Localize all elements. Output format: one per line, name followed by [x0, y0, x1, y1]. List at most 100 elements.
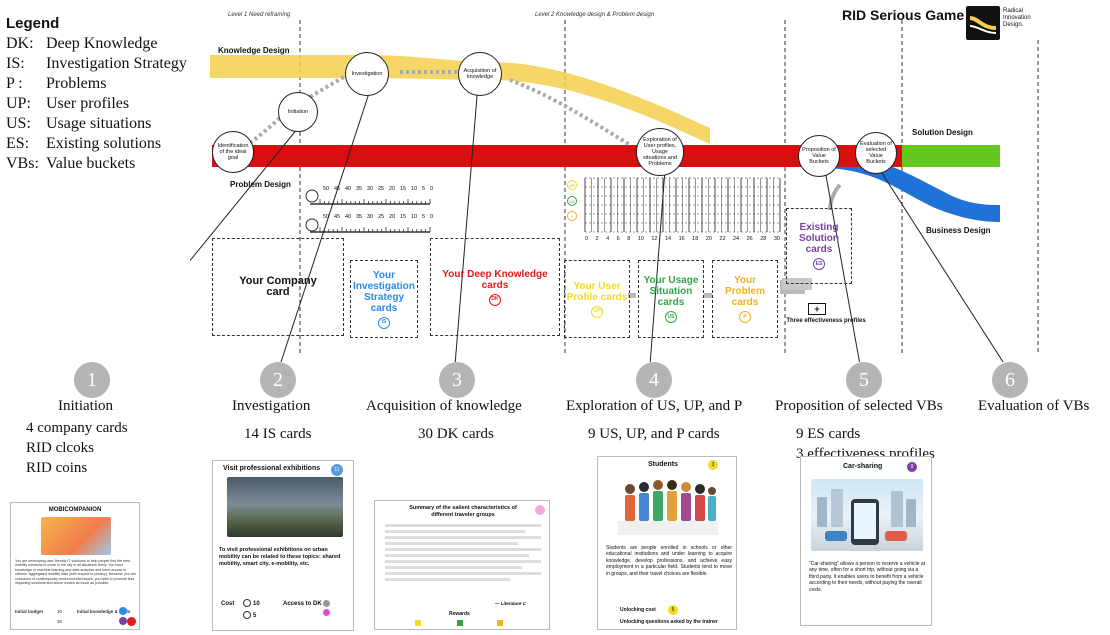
pointer-line-2	[280, 83, 373, 362]
solution-design-label: Solution Design	[912, 128, 973, 137]
pointer-line-4	[649, 169, 666, 362]
step-4-circle: 4	[636, 362, 672, 398]
grid-tick-label: 10	[637, 236, 644, 242]
scale-tick-label: 5	[422, 186, 426, 192]
pointer-line-1	[190, 127, 299, 262]
step-1-name: Initiation	[58, 398, 113, 414]
company-card-deck[interactable]: Your Company card	[212, 238, 344, 336]
grid-tick-label: 12	[651, 236, 658, 242]
legend-item: P :Problems	[6, 75, 107, 92]
up-badge-small: UP	[567, 180, 577, 190]
solution-band	[890, 145, 1000, 167]
scale-tick-label: 20	[389, 186, 396, 192]
legend-item: ES:Existing solutions	[6, 135, 162, 152]
scale-tick-label: 40	[345, 186, 352, 192]
dk-card-deck[interactable]: Your Deep Knowledge cards DK	[430, 238, 560, 336]
logo-text: Radical Innovation Design.	[1003, 8, 1031, 28]
grid-tick-label: 6	[616, 236, 620, 242]
level-2-label: Level 2 Knowledge design & Problem desig…	[535, 12, 655, 18]
coin-scale-top	[305, 189, 430, 233]
step-6-circle: 6	[992, 362, 1028, 398]
grid-tick-label: 26	[746, 236, 753, 242]
grid-tick-label: 28	[760, 236, 767, 242]
is-card-deck[interactable]: Your Investigation Strategy cards IS	[350, 260, 418, 338]
es-card: Car-sharing 9 "Car-sharing" allows a per…	[800, 456, 932, 626]
scale-tick-label: 20	[389, 214, 396, 220]
profiles-label: Three effectiveness profiles	[786, 318, 866, 324]
problem-band	[212, 145, 902, 167]
scale-tick-label: 30	[367, 214, 374, 220]
pointer-line-6	[879, 169, 1004, 362]
dk-card: Summary of the salient characteristics o…	[374, 500, 550, 630]
game-board: Level 1 Need reframing Level 2 Knowledge…	[190, 0, 1040, 362]
car-sharing-illustration	[811, 479, 923, 551]
business-design-label: Business Design	[926, 226, 991, 235]
step-1-circle: 1	[74, 362, 110, 398]
path-connector	[303, 60, 371, 102]
company-illustration	[41, 517, 111, 555]
grid-tick-label: 4	[606, 236, 610, 242]
scale-tick-label: 0	[429, 186, 433, 192]
step-2-circle: 2	[260, 362, 296, 398]
node-acquisition: Acquisition of knowledge	[458, 52, 502, 96]
scale-tick-label: 15	[400, 214, 407, 220]
scale-tick-label: 35	[356, 214, 363, 220]
knowledge-band	[210, 55, 710, 144]
progress-grid	[584, 177, 781, 233]
step-3-circle: 3	[439, 362, 475, 398]
grid-tick-label: 14	[664, 236, 672, 242]
legend-item: US:Usage situations	[6, 115, 152, 132]
dk-table	[385, 521, 541, 599]
company-card: MOBICOMPANION You are developing user-fr…	[10, 502, 140, 630]
board-title: RID Serious Game	[842, 7, 965, 23]
node-proposition: Proposition of Value Buckets	[798, 135, 840, 177]
rid-logo	[966, 6, 1000, 40]
scale-ticks	[319, 199, 431, 232]
step-4-details: 9 US, UP, and P cards	[588, 426, 720, 442]
us-badge-small: US	[567, 196, 577, 206]
grid-tick-label: 20	[705, 236, 712, 242]
step-6-name: Evaluation of VBs	[978, 398, 1090, 414]
legend-item: IS:Investigation Strategy	[6, 55, 187, 72]
step-5-circle: 5	[846, 362, 882, 398]
pointer-line-5	[824, 169, 860, 362]
scale-tick-label: 40	[345, 214, 352, 220]
legend-title: Legend	[6, 15, 60, 32]
scale-tick-label: 45	[334, 186, 341, 192]
scale-tick-label: 45	[334, 214, 341, 220]
up-card-deck[interactable]: Your User Profile cards UP	[564, 260, 630, 338]
node-ideal-goal: Identification of the ideal goal	[212, 131, 254, 173]
scale-tick-label: 10	[411, 214, 418, 220]
level-1-label: Level 1 Need reframing	[228, 12, 291, 18]
grid-tick-label: 0	[585, 236, 589, 242]
step-2-name: Investigation	[232, 398, 311, 414]
us-card-deck[interactable]: Your Usage Situation cards US	[638, 260, 704, 338]
scale-tick-label: 50	[323, 186, 330, 192]
students-illustration	[618, 475, 718, 537]
step-3-name: Acquisition of knowledge	[366, 398, 522, 414]
step-1-details: 4 company cards RID clcoks RID coins	[26, 420, 128, 476]
legend-item: VBs:Value buckets	[6, 155, 136, 172]
grid-tick-label: 24	[733, 236, 740, 242]
scale-tick-label: 10	[411, 186, 418, 192]
node-evaluation: Evaluation of selected Value Buckets	[855, 132, 897, 174]
grid-tick-label: 2	[595, 236, 599, 242]
scale-tick-label: 5	[422, 214, 426, 220]
p-card-deck[interactable]: Your Problem cards P	[712, 260, 778, 338]
problem-design-label: Problem Design	[230, 180, 291, 189]
scale-tick-label: 50	[323, 214, 330, 220]
legend-item: DK:Deep Knowledge	[6, 35, 158, 52]
is-card: Visit professional exhibitions 11 To vis…	[212, 460, 354, 631]
es-card-deck[interactable]: Existing Solution cards ES	[786, 208, 852, 284]
exhibition-photo	[227, 477, 343, 537]
node-initiation: Initiation	[278, 92, 318, 132]
profiles-icon: +	[808, 303, 826, 315]
up-card: Students 3 Students are people enrolled …	[597, 456, 737, 630]
step-4-name: Exploration of US, UP, and P	[566, 398, 743, 414]
scale-tick-label: 25	[378, 186, 385, 192]
scale-tick-label: 30	[367, 186, 374, 192]
scale-tick-label: 0	[429, 214, 433, 220]
